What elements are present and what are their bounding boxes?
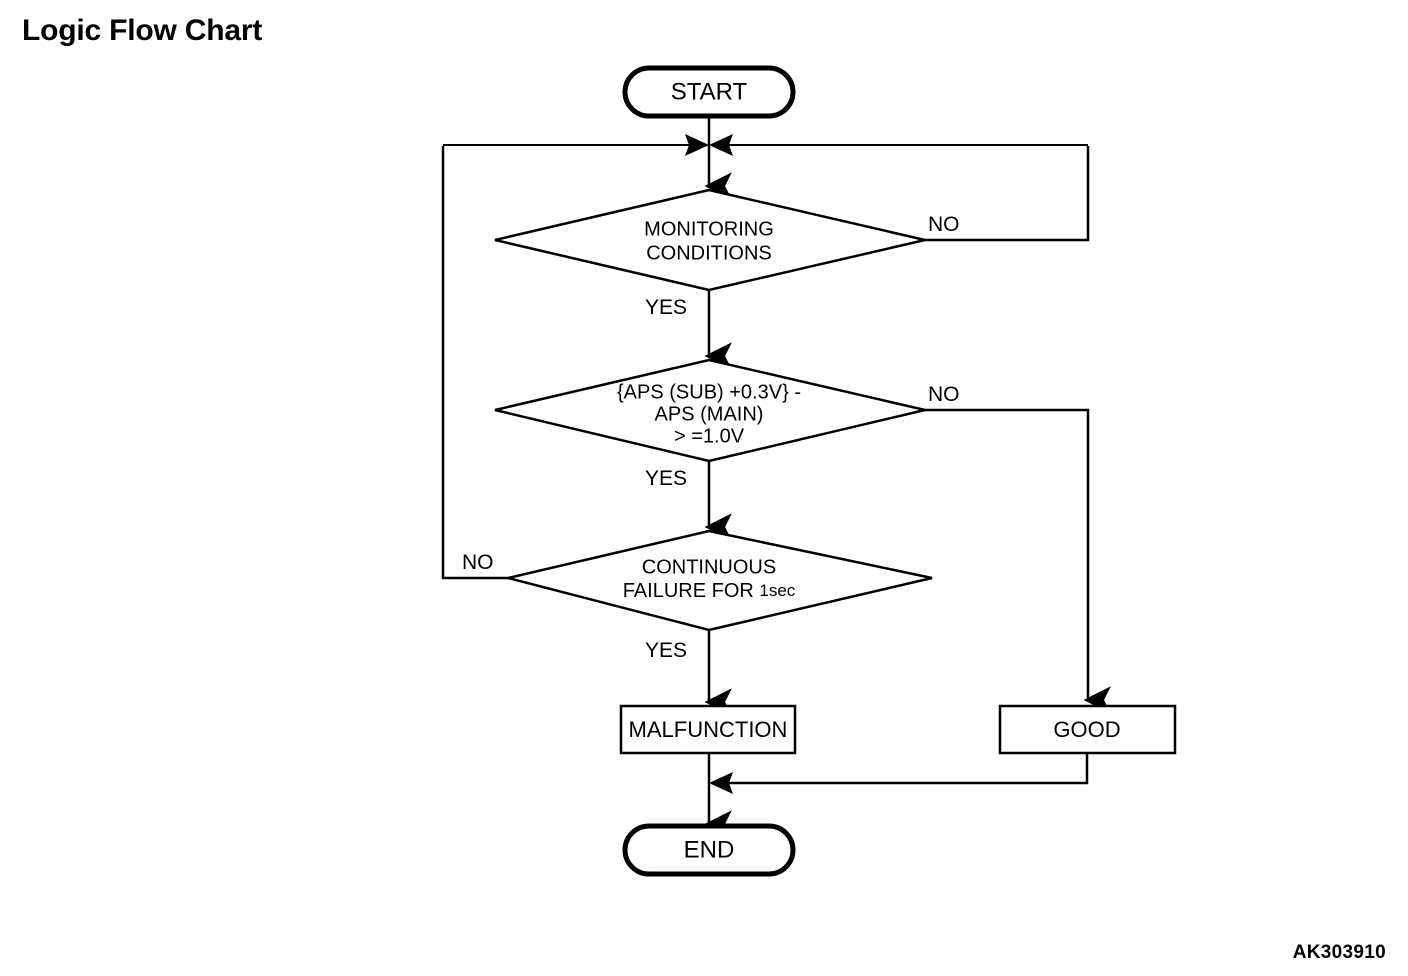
page-title: Logic Flow Chart xyxy=(22,14,263,47)
node-good: GOOD xyxy=(998,704,1177,755)
edge-label-no-3: NO xyxy=(462,551,494,574)
good-label: GOOD xyxy=(1053,717,1120,742)
malfunction-label: MALFUNCTION xyxy=(629,717,788,742)
continuous-label-line2: FAILURE FOR 1sec xyxy=(623,580,796,602)
edge-label-no-1: NO xyxy=(928,213,960,236)
node-continuous-failure: CONTINUOUS FAILURE FOR 1sec xyxy=(507,529,933,632)
end-label: END xyxy=(684,836,735,863)
aps-label-line2: APS (MAIN) xyxy=(655,403,764,425)
start-label: START xyxy=(671,78,748,105)
aps-label-line3: > =1.0V xyxy=(674,425,745,447)
edge-label-yes-1: YES xyxy=(645,296,687,319)
node-start: START xyxy=(622,65,796,119)
node-monitoring-conditions: MONITORING CONDITIONS xyxy=(494,188,926,292)
node-malfunction: MALFUNCTION xyxy=(619,704,797,755)
merge-arrowhead-left xyxy=(709,772,733,794)
junction-arrowhead-left xyxy=(685,134,709,156)
edge-label-yes-2: YES xyxy=(645,467,687,490)
edge-monitoring-no xyxy=(925,146,1090,242)
malfunction-shape xyxy=(619,704,797,755)
edge-aps-no xyxy=(925,408,1111,714)
junction-arrowhead-right xyxy=(709,134,733,156)
aps-label-line1: {APS (SUB) +0.3V} - xyxy=(617,381,801,403)
continuous-label-line2-text: FAILURE FOR xyxy=(623,580,760,602)
continuous-label-line2-unit: 1sec xyxy=(759,581,795,600)
edge-label-no-2: NO xyxy=(928,383,960,406)
good-shape xyxy=(998,704,1177,755)
node-aps-threshold: {APS (SUB) +0.3V} - APS (MAIN) > =1.0V xyxy=(494,358,926,463)
edge-label-yes-3: YES xyxy=(645,639,687,662)
edge-continuous-no xyxy=(441,146,508,580)
monitoring-label-line2: CONDITIONS xyxy=(646,242,772,264)
figure-reference-code: AK303910 xyxy=(1292,942,1386,963)
node-end: END xyxy=(622,823,796,877)
monitoring-label-line1: MONITORING xyxy=(644,218,774,240)
edge-good-to-end xyxy=(721,753,1089,785)
end-shape xyxy=(622,823,796,877)
continuous-label-line1: CONTINUOUS xyxy=(642,556,776,578)
